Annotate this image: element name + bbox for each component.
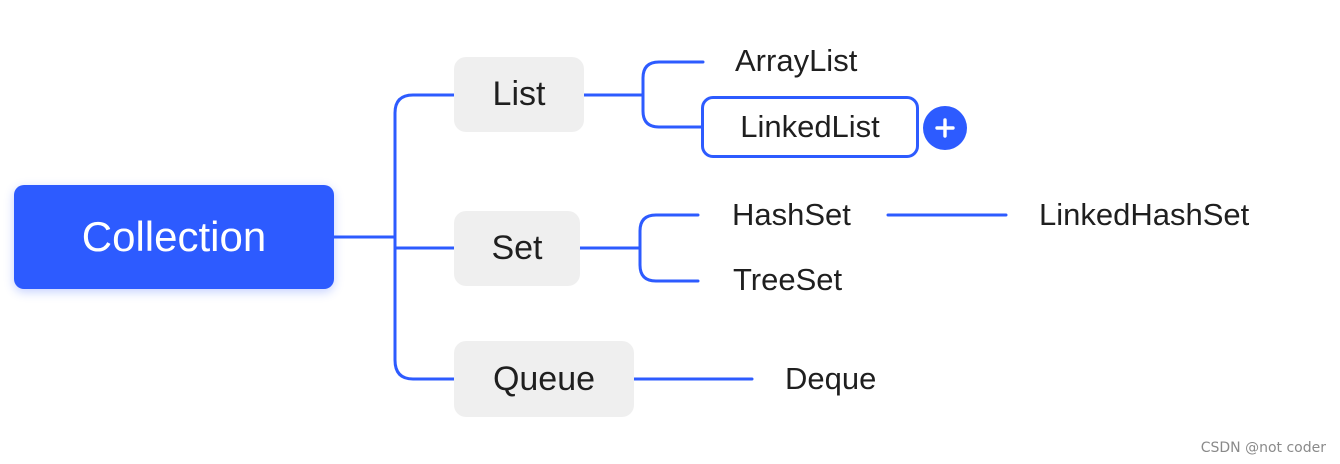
leaf-node-treeset[interactable]: TreeSet	[733, 258, 842, 302]
leaf-node-deque[interactable]: Deque	[785, 357, 876, 401]
watermark-text: CSDN @not coder	[1200, 440, 1326, 456]
leaf-node-label: ArrayList	[735, 43, 858, 78]
branch-node-list[interactable]: List	[454, 57, 584, 132]
leaf-node-label: TreeSet	[733, 262, 843, 297]
branch-node-set[interactable]: Set	[454, 211, 580, 286]
root-node-collection[interactable]: Collection	[14, 185, 334, 289]
branch-node-queue[interactable]: Queue	[454, 341, 634, 417]
branch-node-label: Set	[491, 229, 543, 267]
add-child-button[interactable]	[923, 106, 967, 150]
leaf-node-label: Deque	[785, 361, 877, 396]
leaf-node-hashset[interactable]: HashSet	[732, 193, 851, 237]
connector-root-set	[393, 235, 456, 250]
plus-icon	[935, 118, 955, 138]
connector-list-arraylist	[641, 60, 705, 97]
leaf-node-arraylist[interactable]: ArrayList	[735, 39, 857, 83]
connector-set-treeset	[638, 246, 700, 283]
connector-list-linkedlist	[641, 93, 703, 129]
connector-root-list	[393, 93, 456, 239]
leaf-node-label: LinkedHashSet	[1039, 197, 1250, 232]
leaf-node-label: LinkedList	[740, 109, 880, 144]
connector-set-hashset	[638, 213, 700, 250]
branch-node-label: Queue	[492, 359, 596, 398]
leaf-node-linkedlist-selected[interactable]: LinkedList	[701, 96, 919, 158]
branch-node-label: List	[492, 75, 546, 113]
connector-root-queue	[393, 235, 456, 381]
leaf-node-label: HashSet	[732, 197, 851, 232]
leaf-node-linkedhashset[interactable]: LinkedHashSet	[1039, 193, 1249, 237]
root-node-label: Collection	[81, 213, 267, 260]
